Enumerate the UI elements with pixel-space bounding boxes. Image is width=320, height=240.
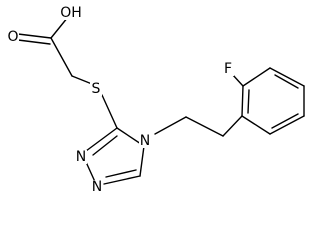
bond-c-oh bbox=[50, 16, 69, 39]
bond-ring-inner-c bbox=[271, 113, 299, 129]
bond-ring-c6-c1 bbox=[241, 115, 271, 135]
atom-label-n1: N bbox=[92, 179, 102, 195]
bond-ring-c3-c4 bbox=[269, 67, 305, 87]
bond-ring-c2-c3 bbox=[242, 67, 271, 87]
molecule-structure-diagram: OH O S N N N F bbox=[7, 5, 305, 195]
atom-label-n2: N bbox=[76, 149, 86, 165]
bond-ring-c1-c2 bbox=[241, 85, 244, 117]
bond-c-ch2 bbox=[50, 37, 73, 77]
bond-n4-c5 bbox=[139, 145, 145, 177]
atom-label-carbonyl-o: O bbox=[7, 29, 18, 45]
bond-c-o-double-a bbox=[17, 33, 52, 39]
bond-n4-ch2 bbox=[154, 116, 187, 135]
bond-ch2-s bbox=[71, 75, 93, 85]
bond-ring-inner-a bbox=[247, 89, 250, 114]
bond-ch2-ch2 bbox=[185, 116, 224, 137]
bond-ring-inner-b bbox=[274, 74, 299, 89]
bond-c-o-double-b bbox=[17, 39, 51, 45]
bond-n2-c3-a bbox=[85, 127, 118, 152]
atom-labels: OH O S N N N F bbox=[7, 5, 234, 195]
atom-label-n4: N bbox=[140, 133, 150, 149]
atom-label-oh: OH bbox=[60, 5, 82, 21]
bond-c5-n1-b bbox=[105, 169, 137, 178]
bond-n2-c3-b bbox=[92, 135, 118, 156]
bond-ch2-ring bbox=[222, 115, 243, 137]
bonds bbox=[17, 16, 305, 185]
atom-label-sulfur: S bbox=[92, 81, 101, 97]
bond-s-c3 bbox=[101, 94, 118, 129]
atom-label-fluorine: F bbox=[224, 61, 232, 77]
bond-c5-n1-a bbox=[103, 175, 141, 185]
bond-ring-c5-c6 bbox=[269, 115, 305, 135]
